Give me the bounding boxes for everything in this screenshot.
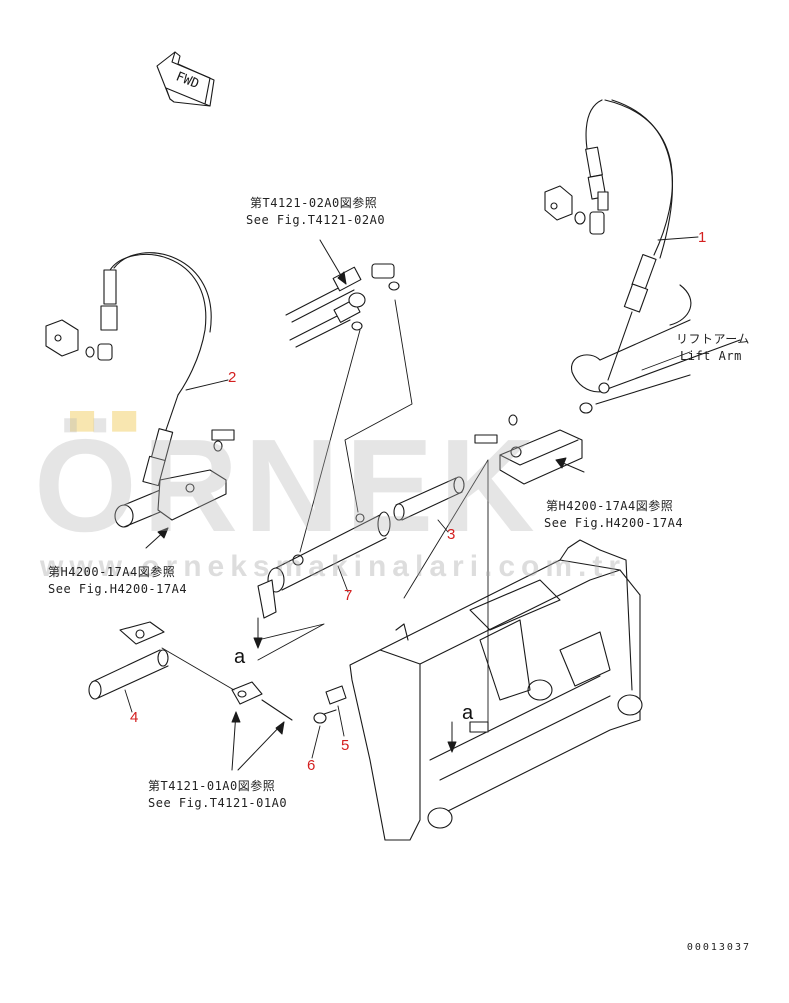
ref-top-jp: 第T4121-02A0図参照: [250, 196, 378, 210]
view-letter-right: a: [462, 702, 474, 724]
ref-left-en: See Fig.H4200-17A4: [48, 582, 188, 596]
bracket-right: [474, 414, 583, 485]
coupler-frame: [349, 539, 643, 841]
part-number-5: 5: [341, 737, 350, 754]
drawing-code: 00013037: [686, 942, 751, 953]
part-number-2: 2: [228, 369, 237, 386]
part-number-1: 1: [698, 229, 707, 246]
reference-arrows: [145, 239, 585, 771]
ref-left-jp: 第H4200-17A4図参照: [48, 565, 176, 579]
ref-right-jp: 第H4200-17A4図参照: [546, 499, 674, 513]
link-bottom: [231, 681, 293, 721]
ref-right-en: See Fig.H4200-17A4: [544, 516, 684, 530]
hose-1: [585, 99, 674, 381]
cylinder-7: [257, 511, 391, 619]
part-number-4: 4: [130, 709, 139, 726]
fitting-block-right: [544, 185, 609, 235]
part-number-3: 3: [447, 526, 456, 543]
forward-arrow-icon: [156, 51, 215, 107]
leader-lines: [124, 236, 699, 759]
ref-top-en: See Fig.T4121-02A0: [246, 213, 386, 227]
watermark-dots: ▀▀: [70, 412, 155, 450]
plate-5: [325, 685, 347, 705]
lift-arm: [571, 284, 741, 414]
left-mount: [114, 429, 235, 528]
hose-assembly-top: [285, 263, 400, 348]
bolt-6: [313, 709, 337, 724]
part-number-6: 6: [307, 757, 316, 774]
watermark-brand: ÖRNEK: [34, 412, 541, 559]
pin-3: [393, 476, 465, 521]
watermark-url: www.orneksmakinalari.com.tr: [40, 550, 627, 583]
ref-bottom-jp: 第T4121-01A0図参照: [148, 779, 276, 793]
ref-lift-arm-jp: リフトアーム: [676, 332, 750, 346]
view-letter-left: a: [234, 646, 246, 668]
fitting-block-left: [45, 319, 113, 361]
hose-2: [100, 252, 212, 487]
pin-4: [88, 621, 169, 700]
ref-bottom-en: See Fig.T4121-01A0: [148, 796, 288, 810]
part-number-7: 7: [344, 587, 353, 604]
ref-lift-arm-en: Lift Arm: [680, 349, 742, 363]
